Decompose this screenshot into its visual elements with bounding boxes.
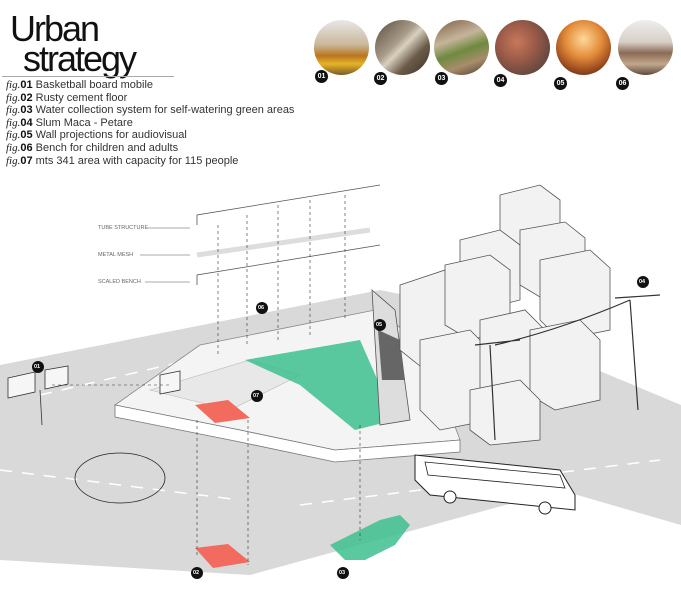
court-circle bbox=[74, 452, 166, 504]
photo-basketball bbox=[314, 20, 369, 75]
utility-pole bbox=[474, 294, 661, 441]
slum-houses bbox=[399, 184, 611, 446]
photo-slum bbox=[495, 20, 550, 75]
photo-wall-projection bbox=[556, 20, 611, 75]
layer-label-bench: SCALED BENCH bbox=[98, 279, 141, 285]
photo-water-collection bbox=[434, 20, 489, 75]
photo-badge: 05 bbox=[554, 77, 567, 90]
photo-badge: 02 bbox=[374, 72, 387, 85]
photo-badge: 03 bbox=[435, 72, 448, 85]
red-floor-piece bbox=[195, 400, 250, 423]
layer-label-tube: TUBE STRUCTURE bbox=[98, 225, 149, 231]
page-title: Urban strategy bbox=[10, 8, 137, 79]
basketball-hoop bbox=[7, 365, 181, 426]
bus bbox=[414, 454, 576, 515]
marker-circles bbox=[32, 276, 649, 579]
marker-03: 03 bbox=[339, 570, 346, 576]
layer-label-mesh: METAL MESH bbox=[98, 252, 134, 258]
marker-01: 01 bbox=[34, 364, 41, 370]
photo-bench bbox=[618, 20, 673, 75]
green-mesh-exploded bbox=[330, 515, 410, 560]
photo-badge: 04 bbox=[494, 74, 507, 87]
wall-image bbox=[378, 330, 405, 380]
marker-04: 04 bbox=[639, 279, 646, 285]
marker-05: 05 bbox=[376, 322, 383, 328]
projection-lines bbox=[52, 195, 361, 565]
plaza-wall bbox=[114, 404, 461, 463]
layer-leaders bbox=[140, 227, 190, 283]
marker-07: 07 bbox=[253, 393, 260, 399]
divider bbox=[2, 76, 174, 77]
exploded-layers bbox=[196, 184, 381, 285]
photo-badge: 01 bbox=[315, 70, 328, 83]
green-area bbox=[245, 340, 395, 430]
marker-06: 06 bbox=[258, 305, 265, 311]
photo-badge: 06 bbox=[616, 77, 629, 90]
marker-02: 02 bbox=[193, 570, 200, 576]
red-floor-exploded bbox=[195, 544, 250, 568]
photo-cement-floor bbox=[375, 20, 430, 75]
